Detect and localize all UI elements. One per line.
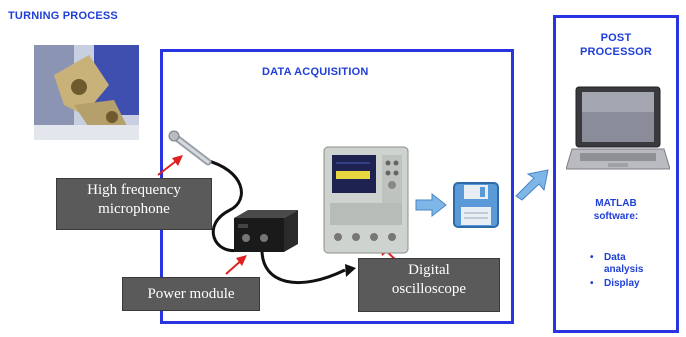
microphone-icon bbox=[168, 130, 212, 166]
turning-process-photo bbox=[34, 45, 139, 140]
oscilloscope-label: Digital oscilloscope bbox=[358, 258, 500, 312]
post-processor-title-line2: PROCESSOR bbox=[579, 46, 653, 58]
data-acquisition-title: DATA ACQUISITION bbox=[262, 66, 369, 78]
feature-display-label: Display bbox=[604, 278, 640, 289]
post-processor-title-line1: POST bbox=[600, 32, 632, 44]
power-module-label: Power module bbox=[122, 277, 260, 311]
microphone-label: High frequency microphone bbox=[56, 178, 212, 230]
transfer-arrow-icon bbox=[515, 169, 549, 201]
matlab-title: MATLAB bbox=[595, 198, 637, 209]
floppy-disk-icon bbox=[453, 182, 499, 228]
feature-data-analysis-line1: Data bbox=[604, 252, 626, 263]
laptop-icon bbox=[566, 86, 670, 170]
oscilloscope-label-line2: oscilloscope bbox=[391, 281, 467, 297]
matlab-feature-list: Data analysis Display bbox=[586, 252, 676, 292]
feature-data-analysis-line2: analysis bbox=[604, 264, 644, 275]
save-arrow-icon bbox=[415, 192, 447, 218]
post-processor-frame bbox=[553, 15, 679, 333]
microphone-label-line1: High frequency bbox=[87, 182, 181, 198]
power-module-icon bbox=[234, 210, 298, 252]
turning-process-title: TURNING PROCESS bbox=[8, 10, 118, 22]
matlab-subtitle: software: bbox=[593, 211, 639, 222]
feature-display: Display bbox=[586, 278, 676, 290]
oscilloscope-icon bbox=[323, 146, 409, 254]
microphone-label-line2: microphone bbox=[98, 201, 170, 217]
feature-data-analysis: Data analysis bbox=[586, 252, 676, 276]
oscilloscope-label-line1: Digital bbox=[408, 262, 450, 278]
